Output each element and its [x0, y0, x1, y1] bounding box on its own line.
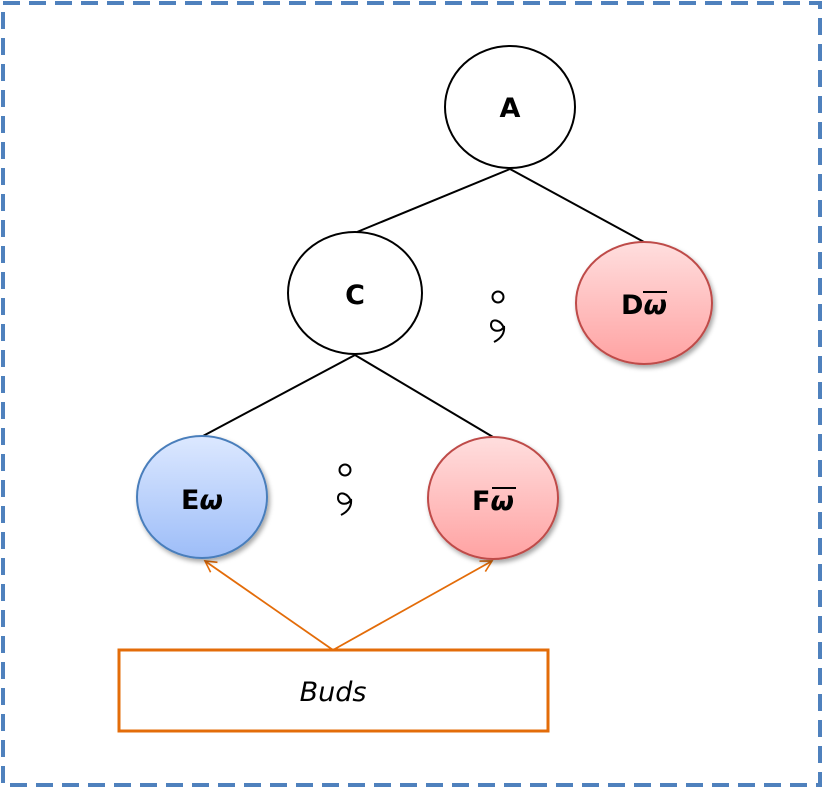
node-d-omega: ω	[643, 290, 666, 321]
node-d-ellipse	[575, 241, 713, 365]
node-e-label: Eω	[181, 485, 223, 516]
node-e: Eω	[136, 435, 268, 559]
node-a: A	[444, 45, 576, 169]
node-e-omega: ω	[199, 485, 222, 516]
node-f-letter: F	[472, 486, 490, 517]
buds-label: Buds	[300, 677, 367, 708]
node-a-ellipse	[444, 45, 576, 169]
edge-a-c	[356, 168, 511, 233]
node-d: Dω	[575, 241, 713, 365]
symbol-lower-hook	[336, 492, 353, 516]
symbol-upper-hook	[489, 319, 506, 343]
edge-c-f	[354, 354, 494, 438]
symbol-lower: ⚲	[336, 463, 353, 516]
node-d-label: Dω	[621, 290, 667, 321]
node-c-ellipse	[287, 231, 423, 355]
node-c: C	[287, 231, 423, 355]
edge-c-e	[202, 354, 356, 437]
buds-box: Buds	[117, 648, 550, 733]
node-e-letter: E	[181, 485, 199, 516]
symbol-lower-ring	[338, 463, 352, 477]
symbol-upper-ring	[491, 290, 505, 304]
node-a-label: A	[500, 93, 521, 124]
node-c-label: C	[345, 280, 365, 311]
node-d-letter: D	[621, 290, 643, 321]
edge-a-d	[509, 168, 645, 243]
node-f-omega: ω	[490, 486, 513, 517]
node-f: Fω	[427, 436, 559, 560]
node-e-ellipse	[136, 435, 268, 559]
arrow-buds-to-e	[203, 560, 334, 651]
symbol-upper: ⚲	[489, 290, 506, 343]
buds-rect	[117, 648, 550, 733]
node-f-label: Fω	[472, 486, 514, 517]
node-f-ellipse	[427, 436, 559, 560]
arrow-buds-to-f	[332, 560, 494, 651]
